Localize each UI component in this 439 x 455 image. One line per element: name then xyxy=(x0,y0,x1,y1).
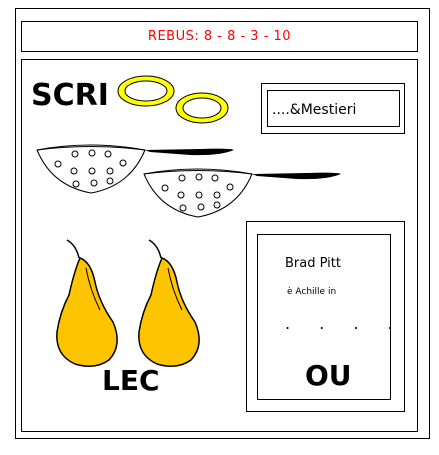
card-name: Brad Pitt xyxy=(285,256,341,271)
clue-scri: SCRI xyxy=(31,78,109,113)
title-box: REBUS: 8 - 8 - 3 - 10 xyxy=(21,21,418,52)
rebus-board xyxy=(21,59,418,432)
mestieri-box-outer xyxy=(261,83,405,134)
puzzle-frame xyxy=(15,8,430,439)
colander-icon xyxy=(36,144,234,194)
plate-icon xyxy=(117,75,175,107)
clue-lec: LEC xyxy=(102,364,160,397)
clue-mestieri: ....&Mestieri xyxy=(272,102,357,118)
card-dots: . . . . xyxy=(285,314,405,333)
clue-ou: OU xyxy=(305,359,352,392)
mestieri-box-inner xyxy=(267,90,400,127)
card-frame-outer xyxy=(246,221,405,412)
colander-icon xyxy=(143,168,341,218)
card-frame-inner xyxy=(257,234,391,400)
card-caption: è Achille in xyxy=(287,287,337,297)
plate-icon xyxy=(175,92,229,124)
pear-icon xyxy=(56,239,118,367)
pear-icon xyxy=(138,239,200,367)
rebus-title: REBUS: 8 - 8 - 3 - 10 xyxy=(147,29,292,44)
